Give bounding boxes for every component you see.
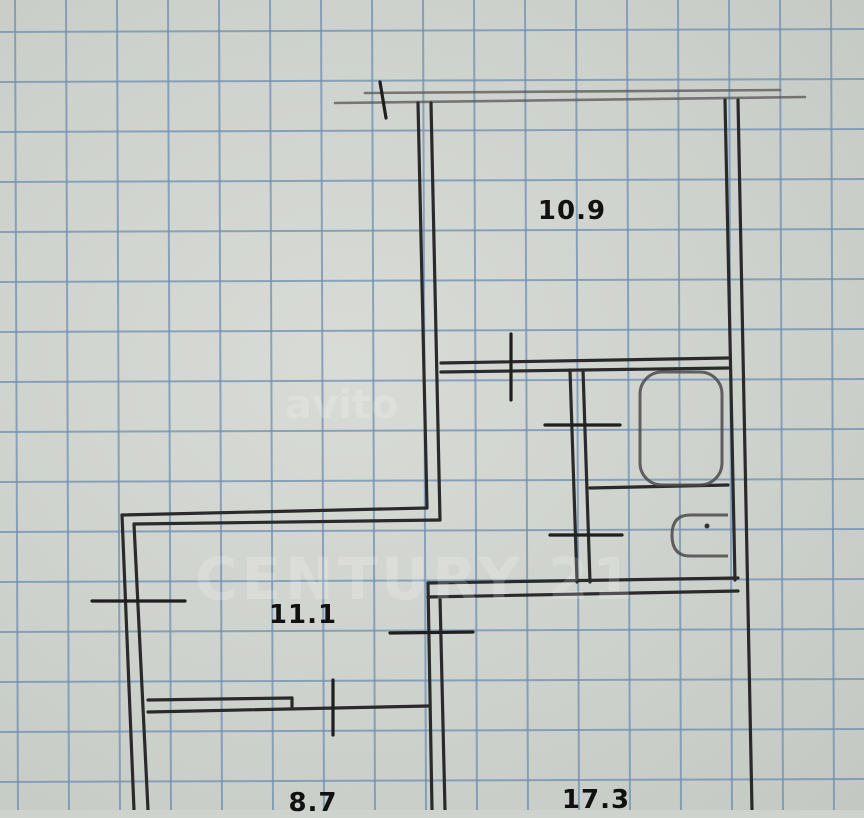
wall-segment <box>426 581 434 810</box>
wall-segment <box>581 368 592 584</box>
wall-segment <box>429 101 442 522</box>
grid-line-horizontal <box>0 328 864 333</box>
grid-line-vertical <box>575 0 580 810</box>
grid-line-horizontal <box>0 428 864 433</box>
grid-line-vertical <box>65 0 70 810</box>
wall-segment <box>438 595 447 810</box>
grid-line-vertical <box>116 0 121 810</box>
grid-line-vertical <box>218 0 223 810</box>
wall-segment <box>736 98 754 810</box>
grid-line-vertical <box>320 0 325 810</box>
grid-line-horizontal <box>0 528 864 533</box>
wall-segment <box>426 589 740 599</box>
wall-segment <box>132 518 442 526</box>
walls <box>120 88 807 810</box>
door-marker <box>388 630 475 635</box>
grid-line-vertical <box>524 0 529 810</box>
grid-line-horizontal <box>0 28 864 33</box>
grid-line-horizontal <box>0 378 864 383</box>
room-area-label-bottom-right: 17.3 <box>561 785 631 815</box>
grid-line-vertical <box>371 0 376 810</box>
room-area-label-top: 10.9 <box>537 196 607 226</box>
room-area-label-bottom-left: 8.7 <box>288 788 338 818</box>
wall-segment <box>426 576 740 585</box>
grid-line-vertical <box>779 0 784 810</box>
grid-line-vertical <box>14 0 19 810</box>
wall-segment <box>439 356 730 365</box>
wall-segment <box>568 368 579 584</box>
bathtub-icon <box>638 370 724 487</box>
grid-line-horizontal <box>0 678 864 683</box>
wall-segment <box>120 506 429 517</box>
wall-segment <box>363 88 782 95</box>
wall-segment <box>120 513 136 810</box>
wall-segment <box>333 95 807 105</box>
grid-line-vertical <box>167 0 172 810</box>
grid-line-vertical <box>269 0 274 810</box>
door-marker <box>378 80 388 120</box>
wall-segment <box>723 98 737 582</box>
grid-line-vertical <box>473 0 478 810</box>
toilet-drain-icon <box>704 523 710 529</box>
grid-line-horizontal <box>0 478 864 483</box>
wall-segment <box>146 696 294 702</box>
grid-line-vertical <box>677 0 682 810</box>
door-markers <box>90 80 624 737</box>
grid-line-horizontal <box>0 628 864 633</box>
wall-segment <box>132 522 150 810</box>
bathroom-fixtures <box>638 370 728 558</box>
grid-line-vertical <box>830 0 835 810</box>
toilet-icon <box>670 513 728 558</box>
grid-line-horizontal <box>0 78 864 83</box>
wall-segment <box>146 704 430 714</box>
grid-line-horizontal <box>0 228 864 233</box>
room-area-label-middle-left: 11.1 <box>268 600 338 630</box>
grid-line-vertical <box>626 0 631 810</box>
wall-segment <box>416 101 429 510</box>
grid-line-horizontal <box>0 278 864 283</box>
